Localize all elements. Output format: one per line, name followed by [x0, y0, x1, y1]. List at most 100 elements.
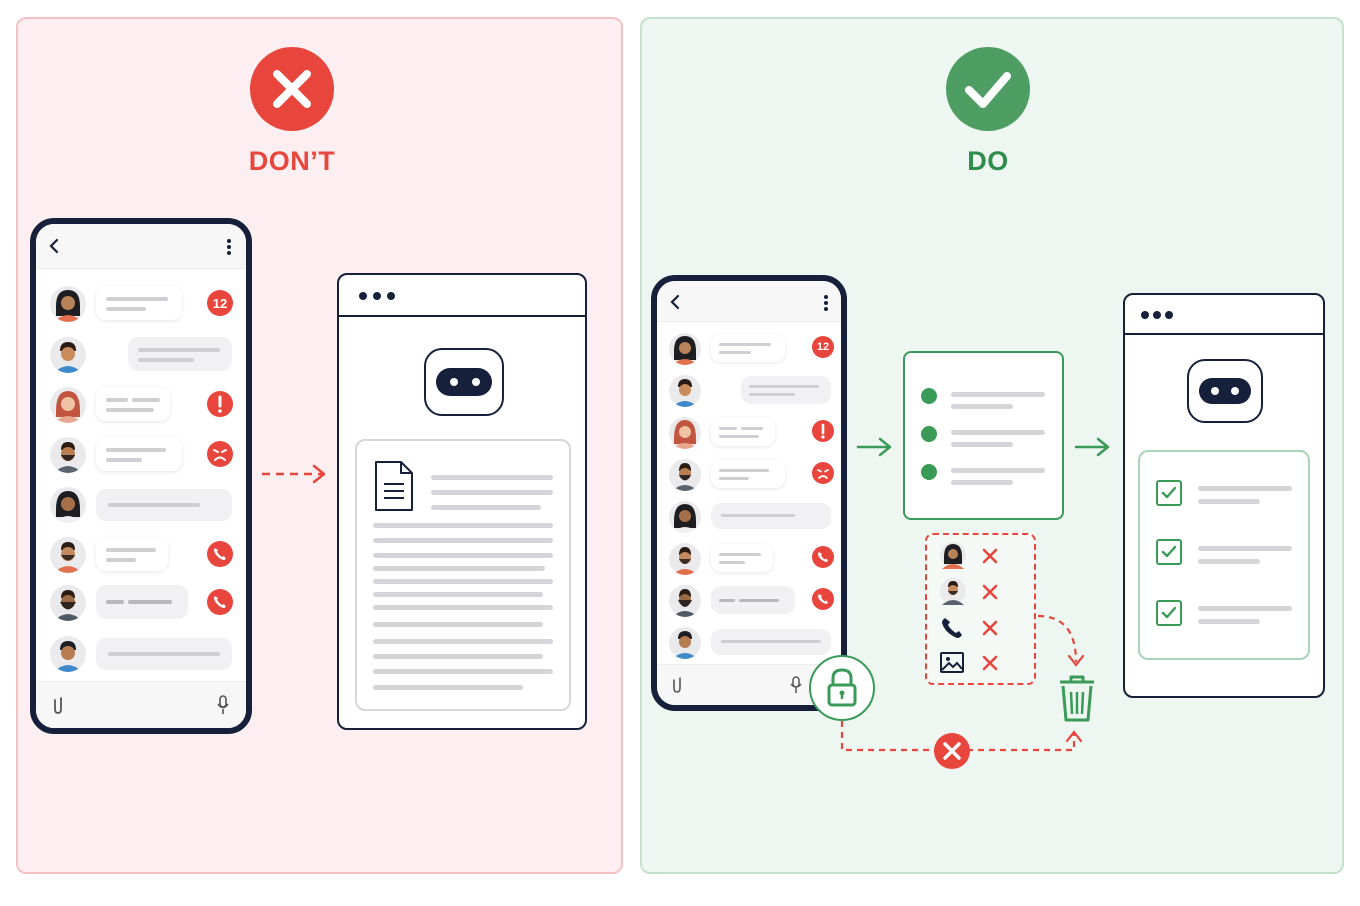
- message-bubble: [96, 489, 232, 521]
- chat-phone: 12: [651, 275, 847, 711]
- window-titlebar: [339, 275, 585, 317]
- person-icon: [54, 641, 82, 672]
- robot-icon: [424, 348, 504, 416]
- message-bubble: [711, 586, 795, 614]
- message-bubble: [711, 544, 773, 572]
- angry-face-icon: [817, 469, 829, 479]
- message-bubble: [96, 387, 170, 421]
- checkbox[interactable]: [1156, 480, 1182, 506]
- phone-icon: [942, 618, 962, 638]
- avatar: [50, 487, 86, 523]
- message-bubble: [711, 629, 831, 655]
- person-icon: [672, 420, 698, 449]
- avatar: [669, 375, 701, 407]
- phone-icon: [818, 594, 828, 604]
- chat-row[interactable]: [36, 435, 246, 479]
- avatar: [669, 543, 701, 575]
- microphone-icon[interactable]: [216, 694, 230, 716]
- unread-badge: 12: [207, 290, 233, 316]
- microphone-icon[interactable]: [789, 675, 803, 695]
- missed-call-badge: [207, 589, 233, 615]
- check-circle-icon: [946, 47, 1030, 131]
- avatar: [669, 459, 701, 491]
- chat-row[interactable]: [36, 583, 246, 627]
- message-bubble: [711, 418, 775, 446]
- remove-icon: [982, 655, 998, 671]
- avatar: [50, 636, 86, 672]
- avatar: [669, 417, 701, 449]
- remove-icon: [982, 584, 998, 600]
- message-bubble: [711, 334, 785, 362]
- arrow-right-icon: [1074, 437, 1110, 457]
- person-icon: [54, 290, 82, 322]
- bullet: [921, 388, 937, 404]
- person-icon: [672, 504, 698, 533]
- chat-row[interactable]: [657, 373, 841, 411]
- remove-icon: [982, 548, 998, 564]
- message-bubble: [96, 638, 232, 670]
- person-icon: [54, 391, 82, 423]
- chat-row[interactable]: [657, 499, 841, 537]
- check-icon: [1161, 545, 1177, 558]
- window-titlebar: [1125, 295, 1323, 335]
- paperclip-icon[interactable]: [671, 675, 685, 695]
- message-bubble: [128, 337, 232, 371]
- checkbox[interactable]: [1156, 600, 1182, 626]
- missed-call-badge: [812, 588, 834, 610]
- person-icon: [54, 342, 82, 373]
- phone-icon: [214, 596, 226, 608]
- chat-phone: 12: [30, 218, 252, 734]
- person-icon: [940, 578, 966, 605]
- avatar: [669, 501, 701, 533]
- more-icon[interactable]: [823, 294, 829, 312]
- message-bubble: [96, 286, 182, 320]
- privacy-lock: [809, 655, 875, 721]
- person-icon: [672, 589, 698, 617]
- more-icon[interactable]: [226, 238, 232, 256]
- message-bubble: [96, 437, 182, 471]
- chat-row[interactable]: [657, 415, 841, 453]
- person-icon: [54, 491, 82, 523]
- message-bubble: [96, 537, 168, 571]
- alert-badge: [812, 420, 834, 442]
- robot-icon: [1187, 359, 1263, 423]
- chat-row[interactable]: [36, 335, 246, 379]
- chat-row[interactable]: [657, 625, 841, 663]
- chat-row[interactable]: [657, 583, 841, 621]
- chat-row[interactable]: [657, 541, 841, 579]
- chat-row[interactable]: [657, 457, 841, 495]
- alert-badge: [207, 391, 233, 417]
- person-icon: [672, 379, 698, 407]
- phone-header: [657, 281, 841, 322]
- chat-row[interactable]: [36, 634, 246, 678]
- phone-header: [36, 224, 246, 269]
- angry-badge: [812, 462, 834, 484]
- x-circle-icon: [250, 47, 334, 131]
- phone-icon: [818, 552, 828, 562]
- check-icon: [1161, 486, 1177, 499]
- key-points-card: [903, 351, 1064, 520]
- back-icon[interactable]: [48, 238, 60, 254]
- back-icon[interactable]: [669, 294, 681, 310]
- person-icon: [672, 463, 698, 491]
- checkbox[interactable]: [1156, 539, 1182, 565]
- person-icon: [672, 631, 698, 659]
- chat-row[interactable]: [36, 535, 246, 579]
- person-icon: [940, 542, 966, 569]
- missed-call-badge: [812, 546, 834, 568]
- trash-icon: [1060, 675, 1094, 722]
- message-bubble: [711, 503, 831, 529]
- avatar: [50, 286, 86, 322]
- chat-row[interactable]: 12: [36, 284, 246, 328]
- remove-icon: [982, 620, 998, 636]
- message-bubble: [711, 460, 785, 488]
- chat-row[interactable]: [36, 485, 246, 529]
- avatar: [50, 387, 86, 423]
- chat-row[interactable]: 12: [657, 331, 841, 369]
- paperclip-icon[interactable]: [52, 694, 66, 716]
- angry-badge: [207, 441, 233, 467]
- full-transcript-card: [355, 439, 571, 711]
- avatar: [669, 627, 701, 659]
- chat-row[interactable]: [36, 385, 246, 429]
